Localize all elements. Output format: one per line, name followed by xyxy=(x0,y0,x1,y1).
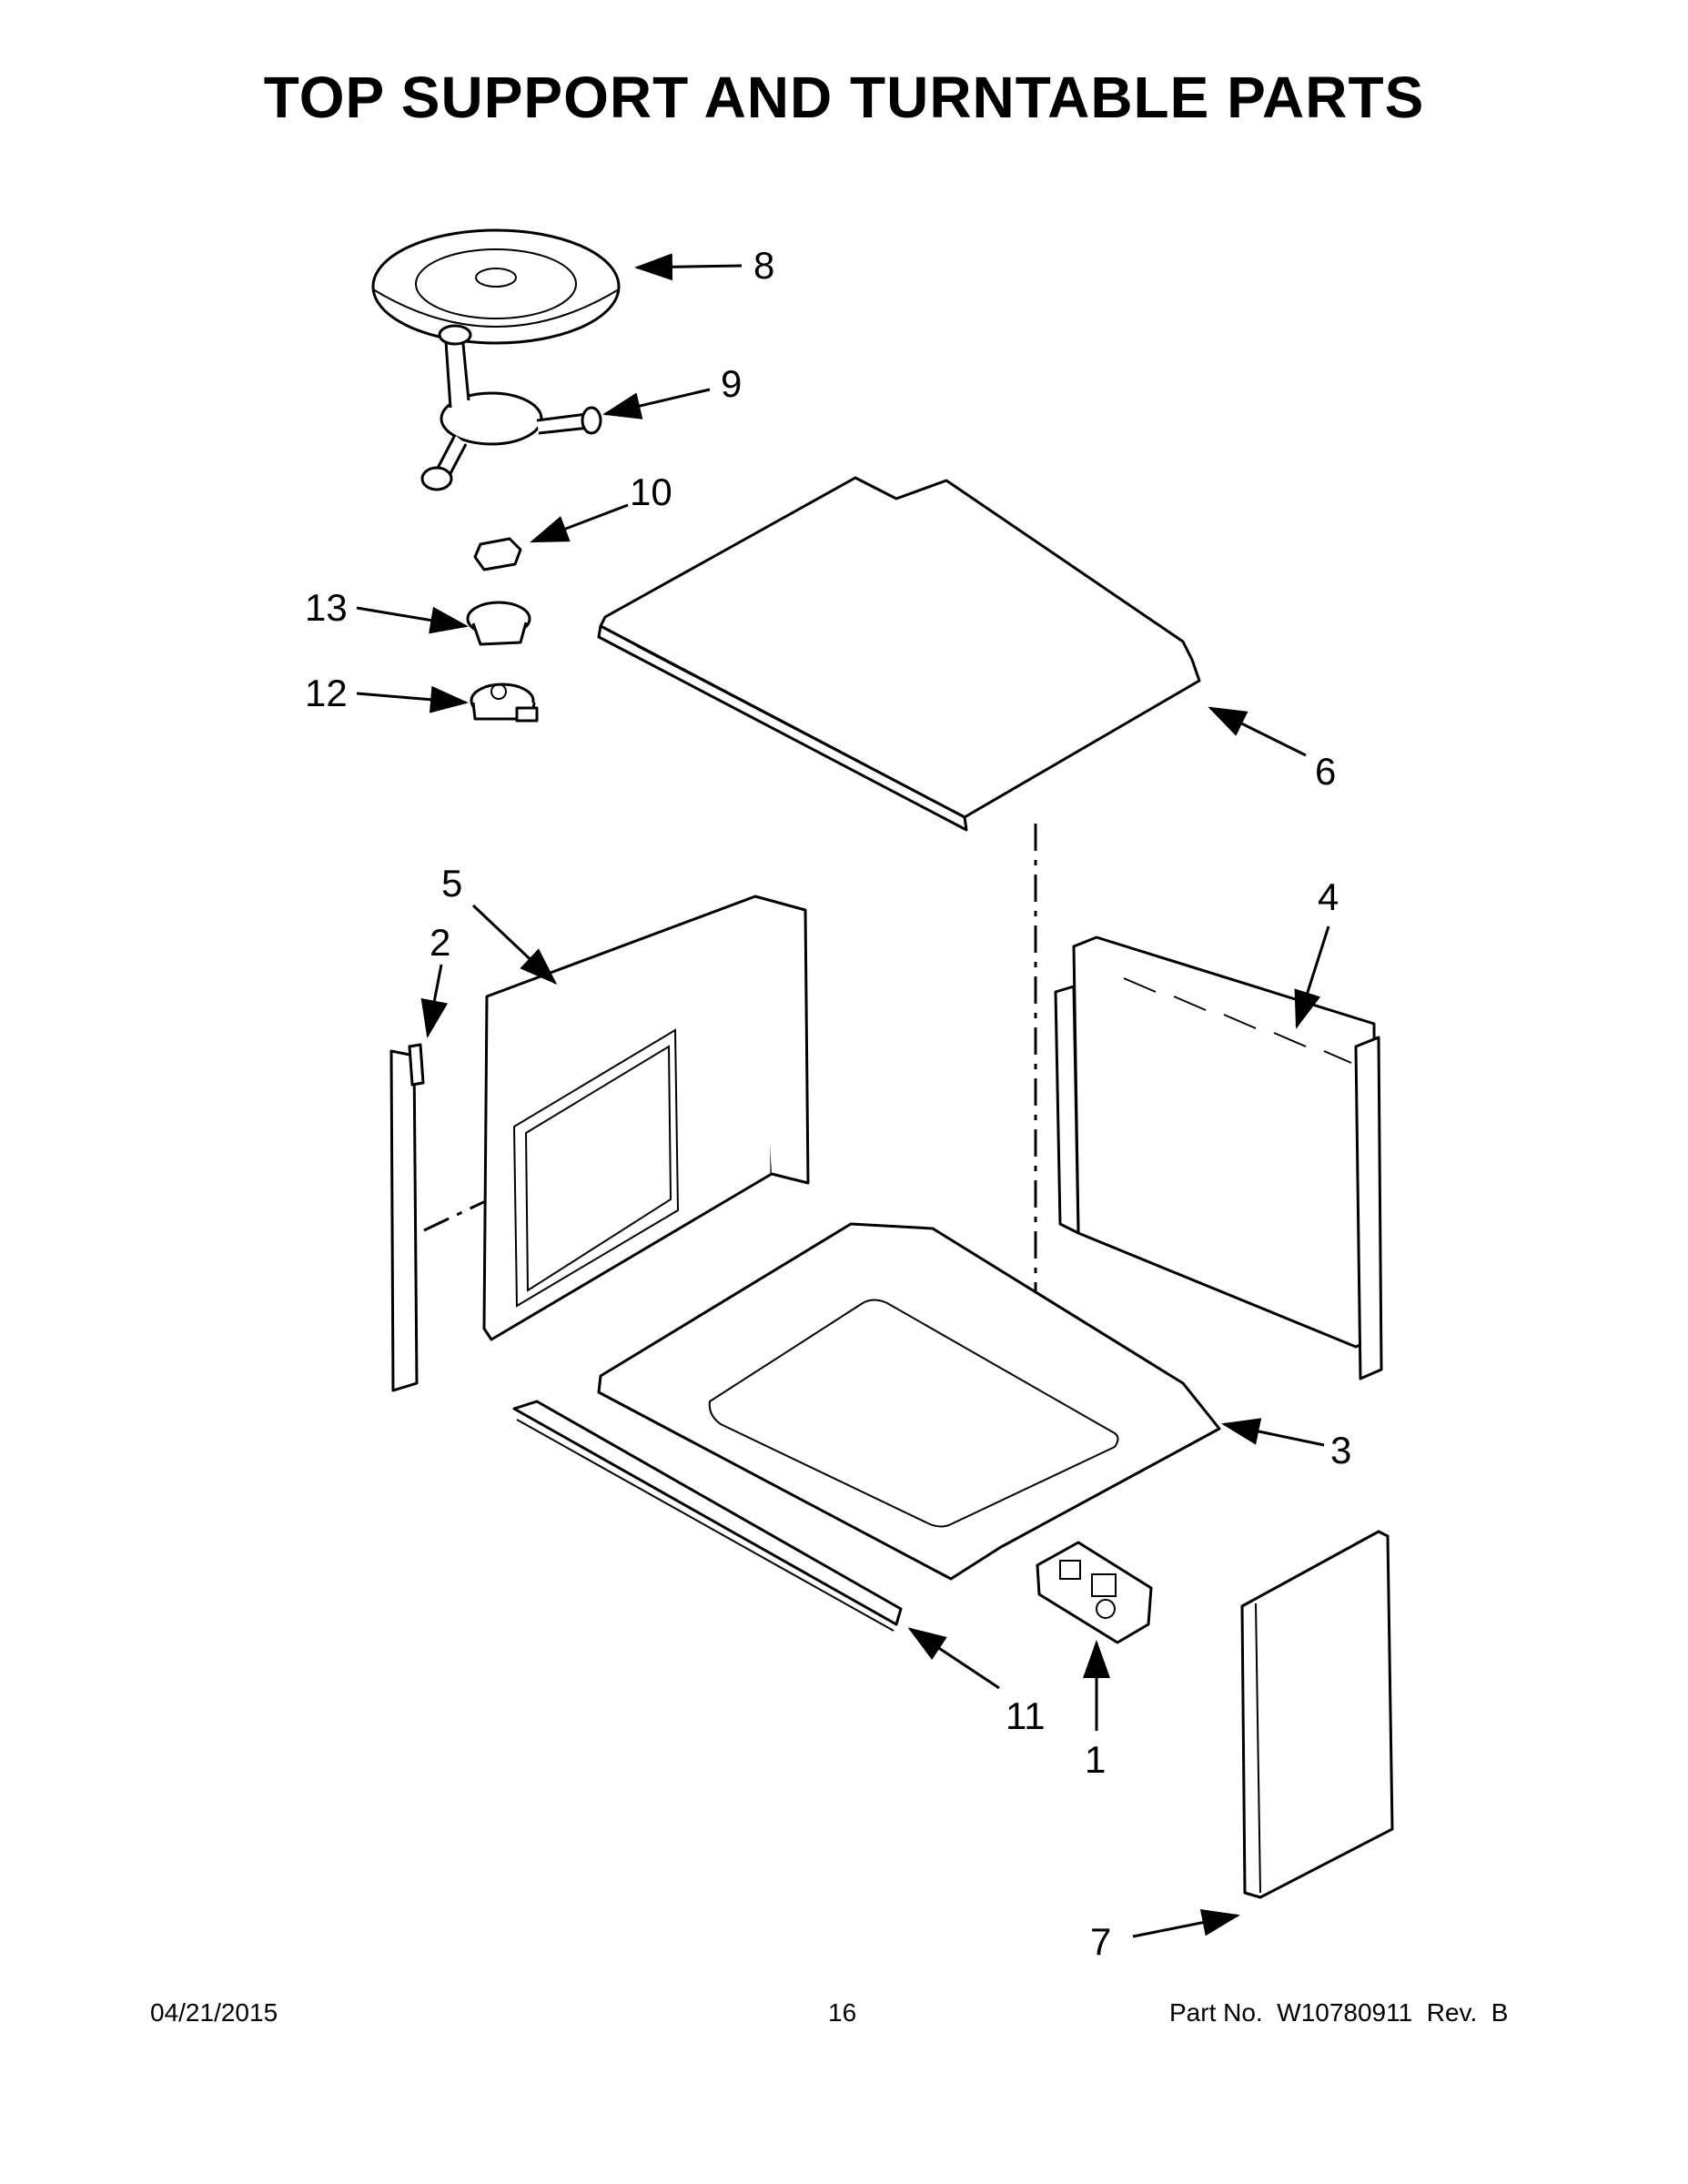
callout-2: 2 xyxy=(430,921,450,964)
leader-2 xyxy=(420,964,449,1038)
control-board xyxy=(1036,1541,1153,1644)
leader-12 xyxy=(356,685,469,713)
side-bracket xyxy=(389,1043,425,1392)
right-side-panel xyxy=(1054,935,1383,1380)
callout-8: 8 xyxy=(753,244,774,287)
coupler xyxy=(473,537,522,571)
left-side-panel xyxy=(482,895,810,1341)
page-title: TOP SUPPORT AND TURNTABLE PARTS xyxy=(263,65,1425,130)
callout-12: 12 xyxy=(305,672,348,714)
turntable-motor xyxy=(470,682,539,723)
callout-11: 11 xyxy=(1006,1694,1046,1737)
footer-page-number: 16 xyxy=(828,1998,857,2027)
leader-7 xyxy=(1132,1908,1240,1938)
motor-mount xyxy=(466,601,531,646)
callout-13: 13 xyxy=(305,586,348,629)
leader-6 xyxy=(1208,706,1307,757)
leader-11 xyxy=(907,1627,1000,1690)
callout-1: 1 xyxy=(1085,1738,1106,1781)
callout-9: 9 xyxy=(721,362,742,405)
footer-date: 04/21/2015 xyxy=(150,1998,278,2027)
callout-7: 7 xyxy=(1090,1920,1111,1963)
side-cover-panel xyxy=(1240,1530,1394,1899)
callout-3: 3 xyxy=(1330,1429,1351,1471)
top-support-panel xyxy=(597,476,1201,832)
leader-9 xyxy=(602,388,711,420)
turntable-tray xyxy=(371,228,621,345)
leader-8 xyxy=(634,253,743,281)
leader-10 xyxy=(530,503,629,543)
callout-10: 10 xyxy=(630,470,672,513)
leader-13 xyxy=(356,606,469,634)
bottom-plate xyxy=(597,1222,1221,1581)
footer-part-number: Part No. W10780911 Rev. B xyxy=(1169,1998,1509,2027)
callout-5: 5 xyxy=(441,862,462,905)
front-trim-strip xyxy=(512,1400,903,1632)
leader-3 xyxy=(1221,1418,1325,1447)
roller-support xyxy=(420,324,602,491)
alignment-line-left xyxy=(423,1179,529,1232)
callout-4: 4 xyxy=(1318,875,1339,918)
callout-6: 6 xyxy=(1315,750,1336,793)
leader-5 xyxy=(471,904,558,986)
leader-4 xyxy=(1294,925,1330,1029)
